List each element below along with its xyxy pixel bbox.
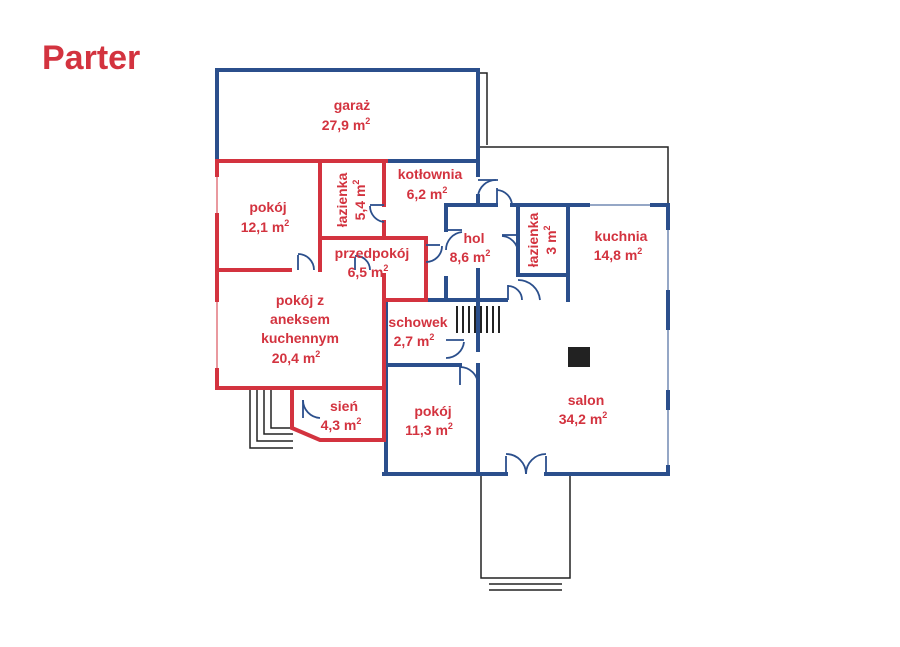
room-name: hol: [464, 230, 485, 246]
room-pokoj-2: pokój 11,3 m2: [405, 403, 453, 438]
room-name: garaż: [334, 97, 371, 113]
room-name-line-3: kuchennym: [261, 330, 339, 346]
room-pokoj-1: pokój 12,1 m2: [241, 199, 290, 235]
room-area: 8,6 m2: [450, 248, 491, 265]
room-przedpokoj: przedpokój 6,5 m2: [335, 245, 410, 280]
room-area: 5,4 m2: [351, 180, 368, 221]
room-lazienka-1: łazienka 5,4 m2: [334, 173, 368, 228]
room-lazienka-2: łazienka 3 m2: [525, 213, 559, 268]
room-name: łazienka: [334, 173, 350, 228]
stairs: [456, 306, 500, 333]
room-pokoj-aneks: pokój z aneksem kuchennym 20,4 m2: [261, 292, 339, 366]
room-area: 3 m2: [542, 225, 559, 254]
room-sien: sień 4,3 m2: [321, 398, 362, 433]
room-kotlownia: kotłownia 6,2 m2: [398, 166, 463, 202]
outline-lines: [249, 72, 669, 591]
windows: [213, 175, 672, 465]
room-name: przedpokój: [335, 245, 410, 261]
room-area: 6,5 m2: [348, 263, 389, 280]
room-area: 14,8 m2: [594, 246, 643, 263]
red-walls: [215, 159, 428, 442]
room-area: 11,3 m2: [405, 421, 453, 438]
chimney: [568, 347, 590, 367]
room-garaz: garaż 27,9 m2: [322, 97, 371, 133]
room-area: 4,3 m2: [321, 416, 362, 433]
room-name: kuchnia: [595, 228, 648, 244]
room-name: sień: [330, 398, 358, 414]
room-name: pokój: [414, 403, 451, 419]
room-name-line-2: aneksem: [270, 311, 330, 327]
room-hol: hol 8,6 m2: [450, 230, 491, 265]
plan-title: Parter: [42, 39, 140, 77]
room-name: salon: [568, 392, 605, 408]
room-name: kotłownia: [398, 166, 463, 182]
room-area: 27,9 m2: [322, 116, 371, 133]
room-name: łazienka: [525, 213, 541, 268]
room-name-line-1: pokój z: [276, 292, 324, 308]
room-schowek: schowek 2,7 m2: [388, 314, 447, 349]
room-kuchnia: kuchnia 14,8 m2: [594, 228, 648, 263]
room-name: schowek: [388, 314, 447, 330]
room-labels: garaż 27,9 m2 pokój 12,1 m2 łazienka 5,4…: [241, 97, 648, 438]
room-area: 12,1 m2: [241, 218, 290, 235]
room-name: pokój: [249, 199, 286, 215]
doors: [297, 179, 547, 475]
room-area: 20,4 m2: [272, 349, 321, 366]
room-area: 6,2 m2: [407, 185, 448, 202]
room-area: 34,2 m2: [559, 410, 608, 427]
room-area: 2,7 m2: [394, 332, 435, 349]
room-salon: salon 34,2 m2: [559, 392, 608, 427]
